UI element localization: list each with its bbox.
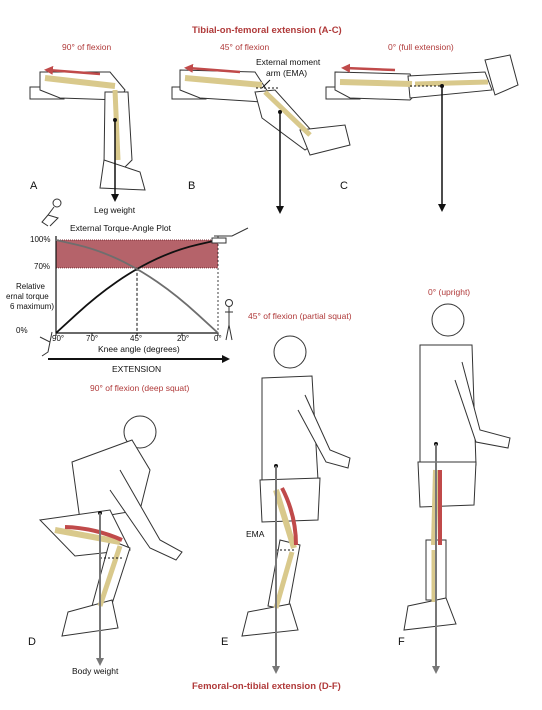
shorts-f	[417, 461, 477, 508]
panel-f-illustration	[403, 303, 511, 674]
ema-label-line2: arm (EMA)	[266, 68, 308, 78]
title-bottom: Femoral-on-tibial extension (D-F)	[192, 681, 341, 692]
panel-c-angle: 0° (full extension)	[388, 42, 454, 52]
arm-f	[454, 361, 511, 449]
femur-b	[184, 75, 263, 88]
arm-d	[109, 469, 183, 561]
y-tick-70: 70%	[34, 262, 51, 271]
shoe-f	[403, 597, 457, 631]
extension-label: EXTENSION	[112, 364, 162, 374]
panel-e-angle: 45° of flexion (partial squat)	[248, 311, 352, 321]
torque-angle-chart	[55, 236, 219, 336]
shorts-e	[259, 477, 321, 523]
arm-e	[297, 394, 351, 469]
panel-d-illustration	[38, 415, 183, 666]
squat-icon-top-left	[41, 198, 62, 227]
femur-e	[273, 489, 297, 549]
x-tick-45: 45°	[130, 334, 143, 343]
chart-title: External Torque-Angle Plot	[70, 223, 171, 233]
seated-icon-bottom-left	[39, 331, 53, 357]
quad-arrow-a	[44, 65, 101, 76]
x-tick-0: 0°	[214, 334, 222, 343]
series-line-0	[55, 239, 219, 334]
panel-a-angle: 90° of flexion	[62, 42, 112, 52]
body-weight-label: Body weight	[72, 666, 119, 676]
x-tick-70: 70°	[86, 334, 99, 343]
panel-c-illustration	[325, 54, 519, 212]
quad-arrow-b	[184, 63, 241, 74]
shoe-d	[61, 599, 119, 637]
ema-label-line1: External moment	[256, 57, 321, 67]
standing-icon-bottom-right	[225, 299, 233, 341]
tibia-b	[263, 90, 312, 137]
y-tick-100: 100%	[30, 235, 51, 244]
femur-d	[54, 527, 121, 545]
quad-d	[64, 525, 123, 542]
y-label-line3: 6 maximum)	[10, 302, 55, 311]
panel-f-angle: 0° (upright)	[428, 287, 471, 297]
series-line-1	[55, 239, 219, 334]
panel-a-illustration	[29, 65, 146, 202]
ema-pointer-b	[261, 79, 271, 89]
tibia-e	[273, 551, 295, 609]
y-tick-0: 0%	[16, 326, 28, 335]
panel-a-letter: A	[30, 180, 38, 192]
y-label-line2: ernal torque	[6, 292, 49, 301]
band-70-100	[56, 240, 218, 268]
leg-extension-icon-top-right	[211, 227, 249, 244]
tibia-d	[97, 545, 123, 607]
panel-c-letter: C	[340, 180, 348, 192]
panel-e-letter: E	[221, 636, 229, 648]
foot-a	[99, 159, 146, 191]
x-tick-90: 90°	[52, 334, 65, 343]
panel-f-letter: F	[398, 636, 405, 648]
ema-short-label: EMA	[246, 529, 265, 539]
panel-b-illustration	[171, 63, 351, 214]
femur-a	[44, 75, 116, 89]
y-label-line1: Relative	[16, 282, 45, 291]
panel-d-angle: 90° of flexion (deep squat)	[90, 383, 190, 393]
head-f	[431, 303, 465, 337]
femur-c	[339, 79, 413, 87]
tibia-a	[112, 89, 121, 161]
x-axis-label: Knee angle (degrees)	[98, 344, 180, 354]
leg-weight-label: Leg weight	[94, 205, 136, 215]
foot-c	[484, 54, 519, 96]
shoe-e	[241, 603, 299, 637]
head-e	[273, 335, 307, 369]
panel-d-letter: D	[28, 636, 36, 648]
quad-e	[280, 487, 298, 546]
tibia-c	[414, 79, 489, 87]
panel-e-illustration	[241, 335, 351, 674]
panel-b-letter: B	[188, 180, 196, 192]
foot-b	[299, 124, 351, 156]
quad-arrow-c	[341, 63, 396, 73]
panel-b-angle: 45° of flexion	[220, 42, 270, 52]
title-top: Tibial-on-femoral extension (A-C)	[192, 25, 342, 36]
x-tick-20: 20°	[177, 334, 190, 343]
